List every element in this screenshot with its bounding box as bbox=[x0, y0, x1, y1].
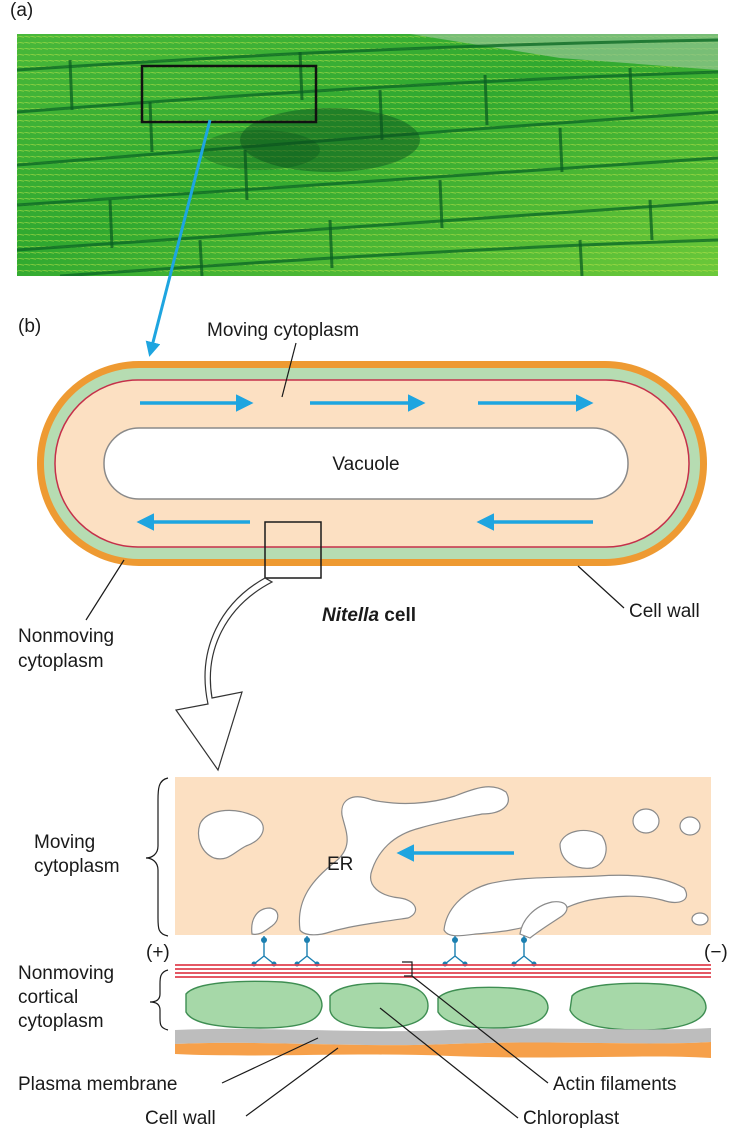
vesicle-3 bbox=[632, 808, 660, 834]
cell-name-label: Nitella cell bbox=[322, 605, 416, 626]
vesicle-2 bbox=[559, 829, 607, 869]
cell-wall-leader bbox=[577, 565, 625, 609]
chloroplast-3 bbox=[437, 986, 549, 1029]
zoom-arrow bbox=[145, 119, 212, 357]
chloroplast-4 bbox=[569, 982, 707, 1031]
detail-moving-label-1: Moving bbox=[34, 832, 95, 853]
cortical-label-1: Nonmoving bbox=[18, 963, 114, 984]
vacuole-label: Vacuole bbox=[332, 454, 399, 475]
vacuole-shape bbox=[103, 427, 629, 500]
cortical-cytoplasm-brace bbox=[149, 969, 169, 1031]
moving-cytoplasm-label: Moving cytoplasm bbox=[207, 320, 359, 341]
cortical-label-3: cytoplasm bbox=[18, 1011, 104, 1032]
micrograph bbox=[17, 34, 718, 276]
cortical-label-2: cortical bbox=[18, 987, 78, 1008]
plasma-membrane-label: Plasma membrane bbox=[18, 1074, 177, 1095]
er-label: ER bbox=[327, 854, 353, 875]
cell-wall-strip bbox=[175, 1042, 711, 1058]
vesicle-1 bbox=[197, 809, 264, 860]
er-fragment-left bbox=[251, 907, 279, 935]
cell-wall-label: Cell wall bbox=[629, 601, 700, 622]
panel-a-label: (a) bbox=[10, 0, 33, 21]
er-network-main bbox=[298, 786, 509, 936]
actin-filaments-label: Actin filaments bbox=[553, 1074, 677, 1095]
cell-name-rest: cell bbox=[379, 605, 416, 626]
vesicle-5 bbox=[691, 912, 709, 926]
detail-cell-wall-leader bbox=[245, 1047, 339, 1117]
moving-cytoplasm-brace bbox=[145, 777, 169, 937]
micrograph-selection-box bbox=[140, 64, 318, 124]
chloroplast-2 bbox=[329, 982, 429, 1029]
plasma-membrane-leader bbox=[221, 1037, 319, 1084]
nonmoving-cytoplasm-leader bbox=[85, 559, 125, 621]
chloroplast-1 bbox=[185, 980, 323, 1029]
plasma-membrane-layer bbox=[175, 1028, 711, 1046]
plus-end-label: (+) bbox=[146, 942, 170, 963]
chloroplast-label: Chloroplast bbox=[523, 1108, 620, 1129]
cell-name-italic: Nitella bbox=[322, 605, 379, 626]
actin-filaments bbox=[175, 964, 711, 978]
er-network-fork bbox=[519, 901, 568, 939]
nonmoving-cytoplasm-label-2: cytoplasm bbox=[18, 651, 104, 672]
detail-cell-wall-label: Cell wall bbox=[145, 1108, 216, 1129]
detail-view: ER bbox=[145, 777, 711, 1058]
nonmoving-cytoplasm-label-1: Nonmoving bbox=[18, 626, 114, 647]
vesicle-4 bbox=[679, 816, 701, 836]
minus-end-label: (−) bbox=[704, 942, 728, 963]
myosin-motors bbox=[253, 936, 535, 965]
chloroplast-leader bbox=[379, 1007, 519, 1119]
nitella-cell bbox=[37, 361, 707, 566]
moving-cytoplasm-leader bbox=[281, 342, 297, 398]
detail-moving-label-2: cytoplasm bbox=[34, 856, 120, 877]
zoom-hollow-arrow bbox=[174, 577, 274, 772]
flow-arrows bbox=[136, 394, 594, 531]
myosin-heads bbox=[251, 937, 537, 967]
actin-filaments-leader bbox=[402, 961, 549, 1084]
detail-selection-box bbox=[264, 521, 322, 579]
panel-b-label: (b) bbox=[18, 316, 41, 337]
